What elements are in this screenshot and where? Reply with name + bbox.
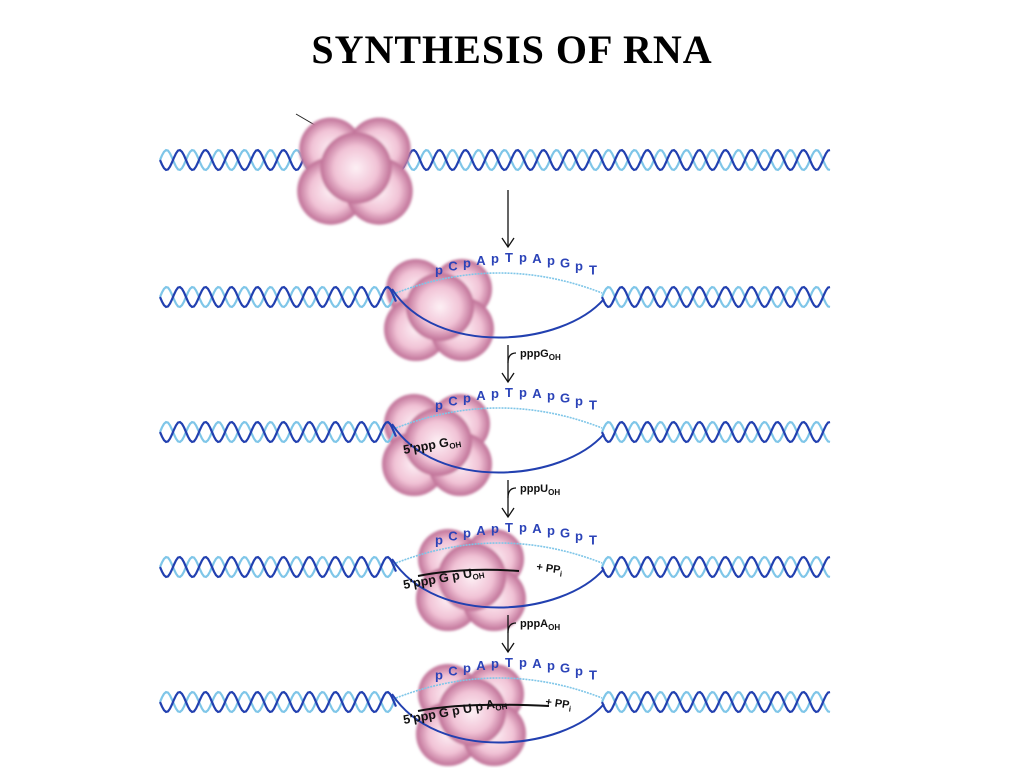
substrate-label: pppAOH: [520, 618, 560, 632]
coding-strand: [391, 693, 605, 744]
template-nucleotide: C: [448, 394, 458, 409]
substrate-entry-arc: [507, 352, 517, 364]
template-nucleotide: T: [589, 397, 597, 412]
template-nucleotide: G: [560, 391, 570, 406]
template-nucleotide: p: [547, 388, 555, 403]
rna-polymerase: [416, 529, 526, 631]
template-nucleotide: A: [532, 386, 542, 401]
template-nucleotide: p: [519, 250, 527, 265]
template-nucleotide: p: [575, 529, 583, 544]
template-strand: [395, 272, 603, 294]
template-nucleotide: p: [491, 251, 499, 266]
template-strand: [395, 677, 603, 699]
template-nucleotide: p: [519, 385, 527, 400]
template-nucleotide: A: [532, 521, 542, 536]
rna-polymerase: [384, 259, 494, 361]
template-nucleotide: p: [547, 658, 555, 673]
template-nucleotide: T: [505, 250, 513, 265]
template-nucleotide: T: [589, 667, 597, 682]
template-nucleotide: G: [560, 526, 570, 541]
template-nucleotide: p: [519, 520, 527, 535]
dna-helix-right: [600, 285, 831, 309]
dna-helix-left: [158, 690, 398, 714]
template-nucleotide: A: [476, 523, 486, 538]
coding-strand: [391, 558, 605, 609]
template-nucleotide: p: [547, 523, 555, 538]
template-nucleotide: A: [532, 251, 542, 266]
coding-strand: [391, 423, 605, 474]
stage-1: [158, 117, 831, 225]
rna-chain: [417, 568, 520, 577]
substrate-label: pppUOH: [520, 483, 560, 497]
substrate-entry-arc: [507, 622, 517, 634]
template-nucleotide: p: [463, 526, 471, 541]
dna-helix-left: [158, 420, 398, 444]
slide-title: SYNTHESIS OF RNA: [311, 27, 713, 72]
template-nucleotide: p: [575, 394, 583, 409]
template-nucleotide: T: [589, 532, 597, 547]
dna-helix-right: [600, 420, 831, 444]
template-nucleotide: A: [476, 388, 486, 403]
dna-helix-left: [158, 285, 398, 309]
template-nucleotide: p: [519, 655, 527, 670]
template-nucleotide: p: [491, 656, 499, 671]
template-nucleotide: p: [435, 667, 443, 682]
arrow-layer: pppGOH pppUOH pppAOH: [501, 190, 561, 654]
template-nucleotide: G: [560, 661, 570, 676]
rna-polymerase: [297, 117, 413, 225]
template-strand: [395, 542, 603, 564]
template-nucleotide: p: [491, 386, 499, 401]
template-nucleotide: p: [547, 253, 555, 268]
template-nucleotide: T: [505, 520, 513, 535]
substrate-label: pppGOH: [520, 348, 561, 362]
step-arrow: [501, 190, 515, 249]
pyrophosphate-label: + PPi: [535, 561, 563, 579]
template-nucleotide: G: [560, 256, 570, 271]
template-nucleotide: A: [476, 658, 486, 673]
rna-chain: [417, 703, 550, 712]
template-strand: [395, 407, 603, 429]
template-nucleotide: p: [435, 532, 443, 547]
dna-helix-left: [158, 555, 398, 579]
step-arrow: pppUOH: [501, 480, 560, 519]
template-nucleotide: p: [435, 397, 443, 412]
dna-double-helix: [158, 148, 831, 172]
dna-helix-right: [600, 690, 831, 714]
template-nucleotide: C: [448, 664, 458, 679]
template-nucleotide: T: [505, 655, 513, 670]
template-nucleotide: p: [463, 661, 471, 676]
template-nucleotide: p: [435, 262, 443, 277]
coding-strand: [391, 288, 605, 339]
template-nucleotide: T: [505, 385, 513, 400]
dna-helix-right: [600, 555, 831, 579]
template-nucleotide: p: [491, 521, 499, 536]
step-arrow: pppGOH: [501, 345, 561, 384]
template-nucleotide: C: [448, 529, 458, 544]
template-nucleotide: A: [476, 253, 486, 268]
template-nucleotide: C: [448, 259, 458, 274]
pyrophosphate-label: + PPi: [544, 696, 572, 714]
template-nucleotide: p: [575, 664, 583, 679]
template-nucleotide: p: [575, 259, 583, 274]
substrate-entry-arc: [507, 487, 517, 499]
template-nucleotide: p: [463, 256, 471, 271]
template-nucleotide: T: [589, 262, 597, 277]
template-nucleotide: p: [463, 391, 471, 406]
template-nucleotide: A: [532, 656, 542, 671]
